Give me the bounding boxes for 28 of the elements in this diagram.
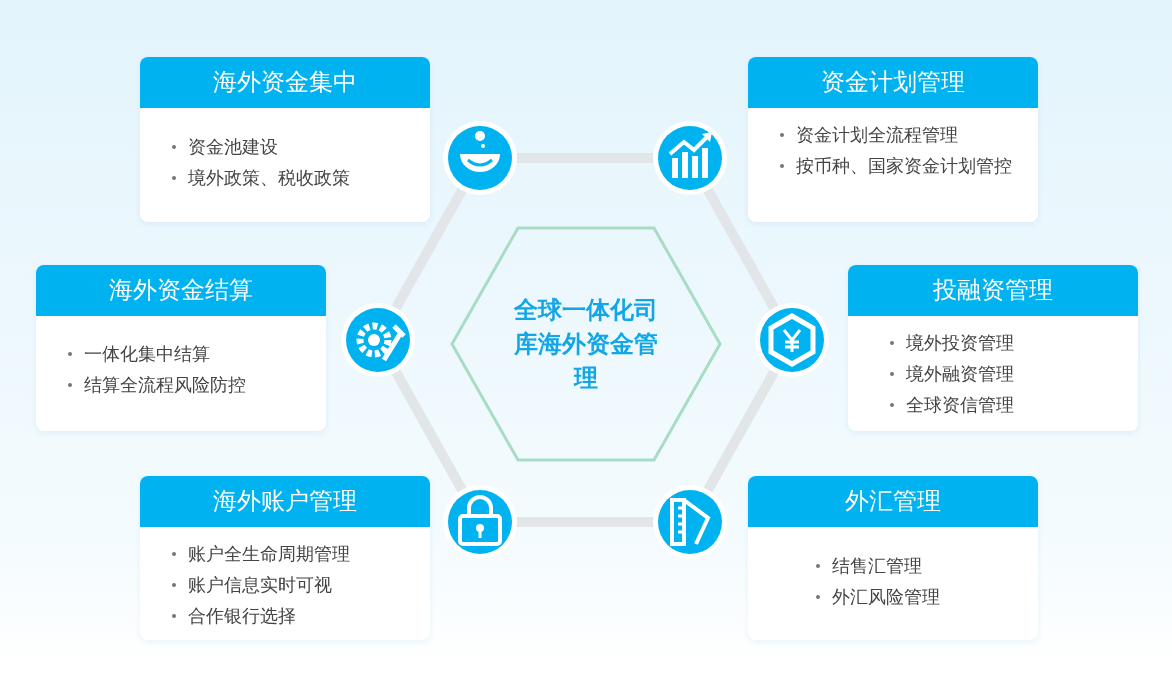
list-item: 一体化集中结算 — [66, 338, 306, 369]
list-item: 全球资信管理 — [888, 389, 1118, 420]
card-heading: 外汇管理 — [748, 476, 1038, 527]
list-item: 结算全流程风险防控 — [66, 369, 306, 400]
card-heading: 海外资金结算 — [36, 265, 326, 316]
card-heading: 海外账户管理 — [140, 476, 430, 527]
info-card — [848, 265, 1138, 431]
info-card — [140, 57, 430, 222]
list-item: 合作银行选择 — [170, 600, 410, 631]
info-card — [748, 476, 1038, 640]
list-item: 外汇风险管理 — [814, 581, 1018, 612]
list-item: 境外融资管理 — [888, 358, 1118, 389]
list-item: 账户信息实时可视 — [170, 569, 410, 600]
list-item: 结售汇管理 — [814, 550, 1018, 581]
list-item: 资金池建设 — [170, 131, 410, 162]
info-card — [140, 476, 430, 640]
card-heading: 海外资金集中 — [140, 57, 430, 108]
list-item: 资金计划全流程管理 — [778, 119, 1018, 150]
info-card — [36, 265, 326, 431]
list-item: 账户全生命周期管理 — [170, 538, 410, 569]
card-heading: 投融资管理 — [848, 265, 1138, 316]
list-item: 按币种、国家资金计划管控 — [778, 150, 1018, 181]
card-heading: 资金计划管理 — [748, 57, 1038, 108]
hexagon — [450, 226, 722, 462]
list-item: 境外政策、税收政策 — [170, 162, 410, 193]
info-card — [748, 57, 1038, 222]
center-title: 全球一体化司库海外资金管理 — [513, 295, 659, 394]
list-item: 境外投资管理 — [888, 327, 1118, 358]
